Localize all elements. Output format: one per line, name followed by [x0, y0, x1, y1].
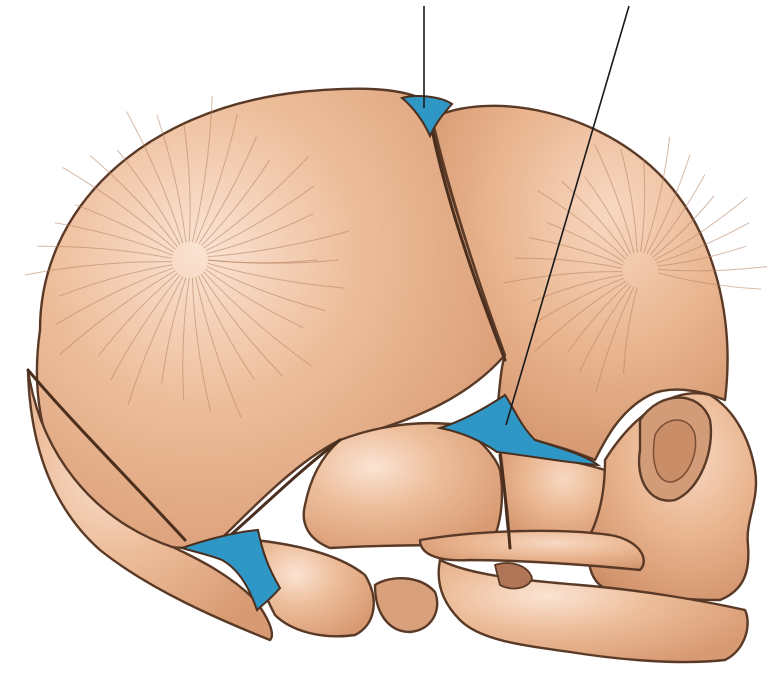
styloid-region [495, 563, 532, 588]
zygomatic-arch [420, 531, 644, 570]
external-acoustic-meatus [375, 578, 437, 632]
